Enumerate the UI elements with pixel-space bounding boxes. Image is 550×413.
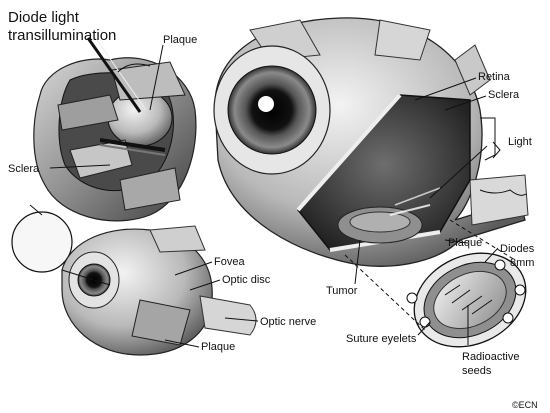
title-line-1: Diode light [8,9,80,26]
label-diodes: Diodes [500,243,535,255]
label-suture-eyelets: Suture eyelets [346,333,417,345]
label-retina: Retina [478,71,511,83]
sectioned-eye-drawing [213,17,529,267]
plaque-detail-drawing [344,219,527,348]
surgical-field-drawing [33,35,197,222]
label-optic-disc: Optic disc [222,274,271,286]
label-sclera-left: Sclera [8,163,40,175]
label-seeds: seeds [462,365,492,377]
label-tumor: Tumor [326,285,358,297]
label-plaque-bottom: Plaque [201,341,235,353]
leader-lines [49,44,501,348]
label-sclera-right: Sclera [488,89,520,101]
label-fovea: Fovea [214,256,245,268]
label-plaque-right: Plaque [448,237,482,249]
label-light: Light [508,136,532,148]
label-plaque-top: Plaque [163,34,197,46]
small-eye-drawing [11,204,257,356]
label-diodes-size: 8mm [510,257,534,269]
title-line-2: transillumination [8,27,116,44]
label-optic-nerve: Optic nerve [260,316,316,328]
credit-text: ©ECN [512,400,538,410]
label-radioactive: Radioactive [462,351,519,363]
